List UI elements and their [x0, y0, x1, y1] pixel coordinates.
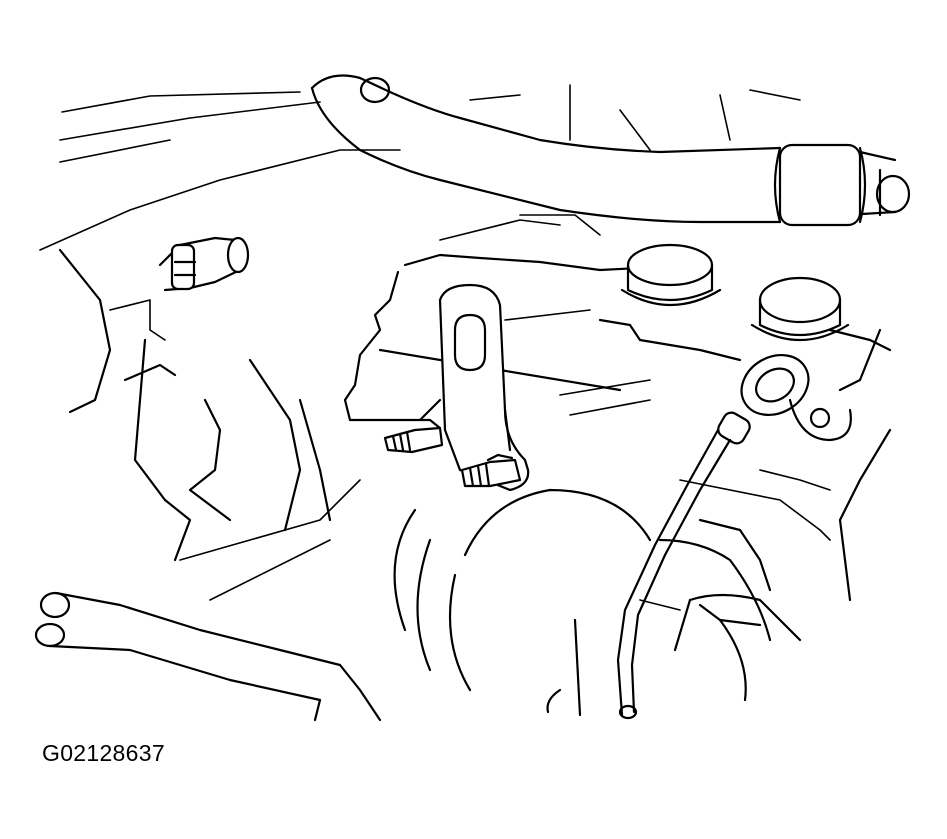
- filler-caps: [620, 243, 850, 341]
- lifting-bracket: [438, 283, 530, 492]
- oil-dipstick: [616, 353, 852, 720]
- lower-pipe: [34, 591, 382, 722]
- bracket-bolts: [383, 418, 522, 488]
- upper-pipe: [310, 74, 911, 227]
- figure-id-label: G02128637: [42, 740, 165, 766]
- bell-housing: [393, 488, 802, 717]
- left-fitting: [158, 236, 250, 292]
